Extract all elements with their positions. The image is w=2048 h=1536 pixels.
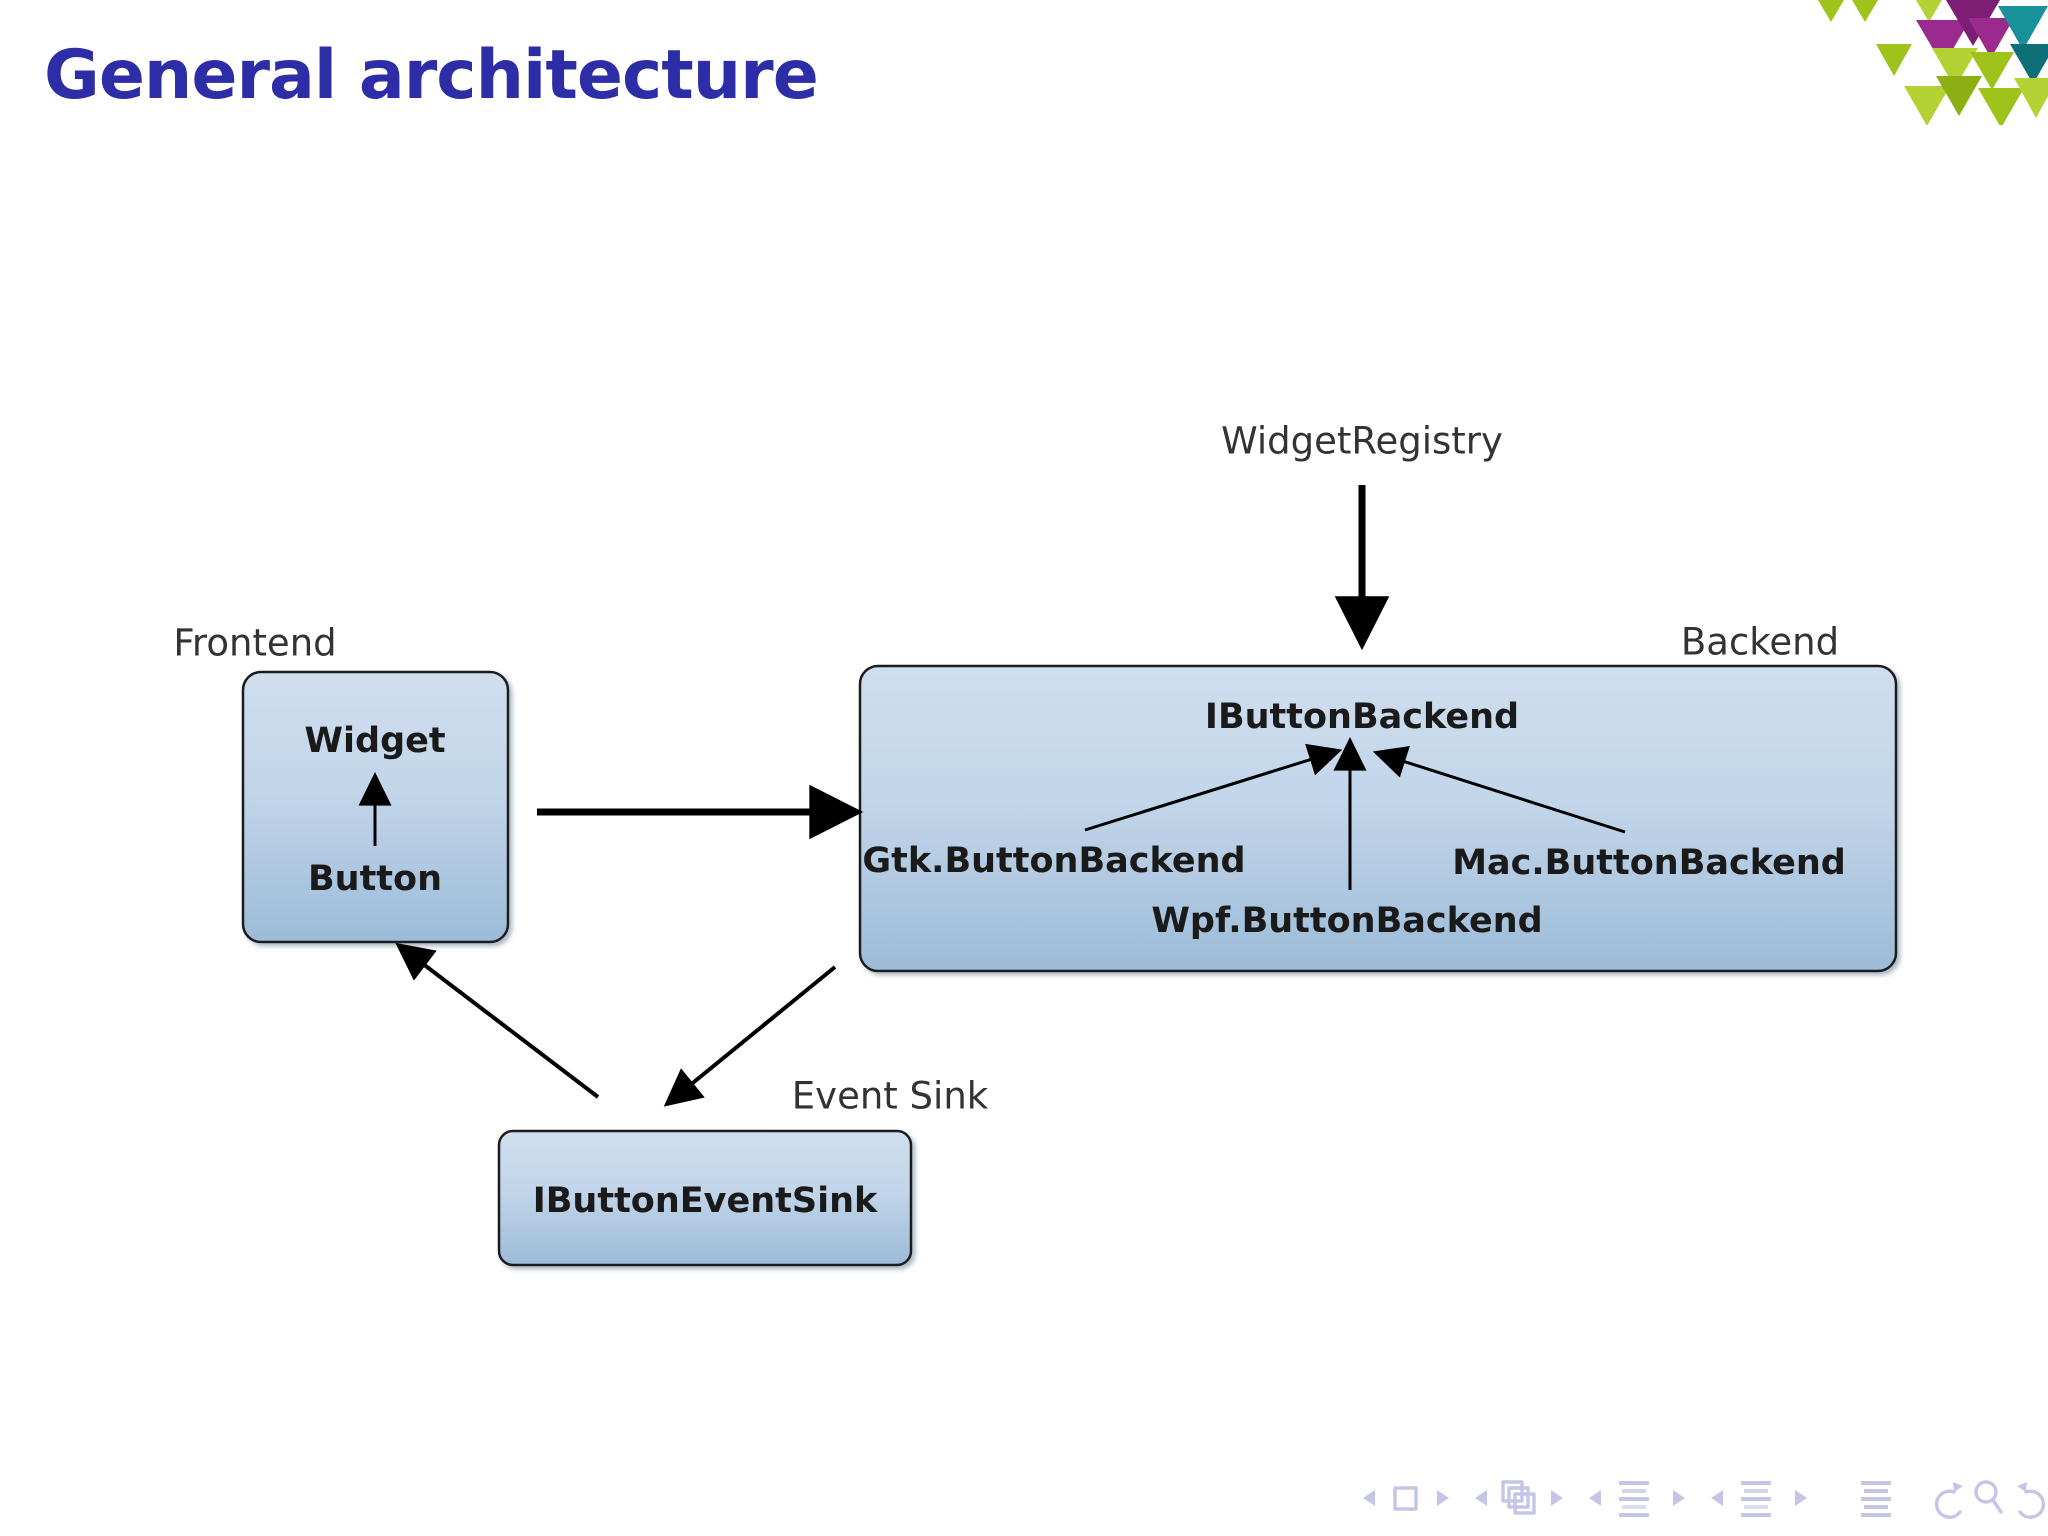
- back-icon[interactable]: [1934, 1489, 1962, 1519]
- prev-slide-arrow[interactable]: [1363, 1490, 1375, 1506]
- node-gtk-buttonbackend[interactable]: Gtk.ButtonBackend: [862, 841, 1245, 881]
- page-title: General architecture: [44, 36, 819, 115]
- triangle-logo: [1818, 0, 2048, 125]
- architecture-diagram: Frontend Widget Button Backend IButtonBa…: [173, 420, 1898, 1267]
- forward-icon[interactable]: [2018, 1489, 2046, 1519]
- next-section-arrow[interactable]: [1795, 1490, 1807, 1506]
- document-icon[interactable]: [1861, 1481, 1891, 1517]
- node-ibuttonbackend[interactable]: IButtonBackend: [1205, 697, 1519, 737]
- slide-icon[interactable]: [1393, 1486, 1418, 1511]
- eventsink-group[interactable]: Event Sink IButtonEventSink: [497, 1075, 989, 1267]
- next-frame-arrow[interactable]: [1551, 1490, 1563, 1506]
- subsection-icon[interactable]: [1619, 1481, 1649, 1517]
- logo-triangle-cluster: [1818, 0, 2048, 125]
- arrow-gtk-to-ibuttonbackend: [1084, 743, 1343, 832]
- arrow-backend-to-eventsink: [663, 965, 837, 1107]
- frames-icon[interactable]: [1501, 1480, 1536, 1515]
- backend-label: Backend: [1681, 621, 1839, 664]
- node-ibuttoneventsink[interactable]: IButtonEventSink: [533, 1181, 878, 1221]
- node-widget[interactable]: Widget: [304, 721, 445, 761]
- prev-section-arrow[interactable]: [1711, 1490, 1723, 1506]
- prev-frame-arrow[interactable]: [1475, 1490, 1487, 1506]
- node-button[interactable]: Button: [308, 859, 442, 899]
- widget-registry-group[interactable]: WidgetRegistry: [1221, 420, 1503, 651]
- node-mac-buttonbackend[interactable]: Mac.ButtonBackend: [1452, 843, 1846, 883]
- node-wpf-buttonbackend[interactable]: Wpf.ButtonBackend: [1151, 901, 1542, 941]
- back-arrowhead-icon: [1953, 1482, 1963, 1492]
- search-icon[interactable]: [1974, 1480, 2003, 1514]
- next-subsection-arrow[interactable]: [1673, 1490, 1685, 1506]
- event-sink-label: Event Sink: [792, 1075, 989, 1118]
- prev-subsection-arrow[interactable]: [1589, 1490, 1601, 1506]
- backend-group[interactable]: Backend IButtonBackend Gtk.ButtonBackend…: [858, 621, 1898, 973]
- section-icon[interactable]: [1741, 1481, 1771, 1517]
- arrow-mac-to-ibuttonbackend: [1372, 746, 1626, 834]
- widget-registry-label: WidgetRegistry: [1221, 420, 1503, 463]
- eventsink-box[interactable]: [497, 1129, 913, 1267]
- beamer-navigation-bar[interactable]: [0, 1460, 2048, 1536]
- forward-arrowhead-icon: [2017, 1482, 2027, 1492]
- frontend-label: Frontend: [173, 622, 336, 665]
- arrow-eventsink-to-frontend: [395, 942, 600, 1099]
- frontend-group[interactable]: Frontend Widget Button: [173, 622, 510, 944]
- next-slide-arrow[interactable]: [1437, 1490, 1449, 1506]
